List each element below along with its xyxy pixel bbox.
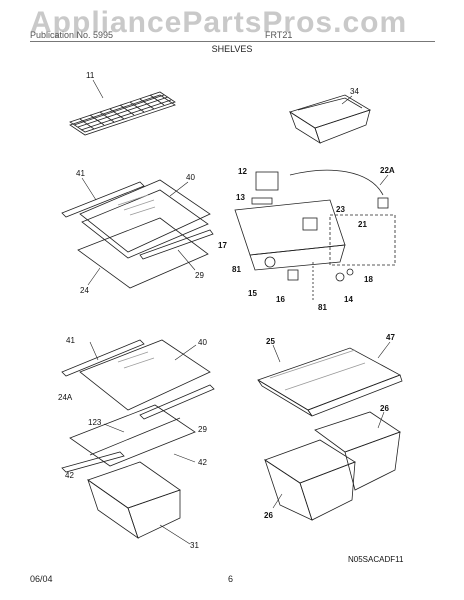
callout-14: 14 (344, 295, 353, 304)
callout-34: 34 (350, 87, 359, 96)
callout-18: 18 (364, 275, 373, 284)
callout-40-lower: 40 (198, 338, 207, 347)
callout-40: 40 (186, 173, 195, 182)
crisper-drawer (61, 451, 181, 540)
callout-21: 21 (358, 220, 367, 229)
callout-24a: 24A (58, 393, 73, 402)
callout-25: 25 (266, 337, 275, 346)
glass-shelf-bottom (61, 339, 215, 467)
callout-22a: 22A (380, 166, 395, 175)
page-title: SHELVES (211, 44, 253, 54)
model-number: FRT21 (265, 30, 293, 40)
callout-15: 15 (248, 289, 257, 298)
callout-29-lower: 29 (198, 425, 207, 434)
callout-123: 123 (88, 418, 102, 427)
footer-date: 06/04 (30, 574, 53, 584)
callout-29: 29 (195, 271, 204, 280)
callout-12: 12 (238, 167, 247, 176)
callout-41-lower: 41 (66, 336, 75, 345)
wire-shelf (69, 91, 176, 136)
callout-81-right: 81 (318, 303, 327, 312)
callout-16: 16 (276, 295, 285, 304)
callout-11: 11 (86, 71, 95, 80)
vegetable-drawers (264, 411, 401, 521)
watermark: AppliancePartsPros.com (30, 6, 408, 39)
callout-47: 47 (386, 333, 395, 342)
callout-41: 41 (76, 169, 85, 178)
callout-26-bottom: 26 (264, 511, 273, 520)
callout-81-left: 81 (232, 265, 241, 274)
diagram-code: N05SACADF11 (348, 555, 404, 564)
glass-shelf-top (61, 179, 214, 289)
callout-13: 13 (236, 193, 245, 202)
callout-31: 31 (190, 541, 199, 550)
footer-page-number: 6 (228, 574, 234, 584)
callout-42-left: 42 (65, 471, 74, 480)
storage-bin (289, 94, 371, 144)
publication-number: Publication No. 5995 (30, 30, 114, 40)
header-rule (30, 41, 435, 42)
crisper-cover (257, 347, 403, 417)
callout-26-top: 26 (380, 404, 389, 413)
callout-24: 24 (80, 286, 89, 295)
control-housing (234, 169, 396, 300)
callout-42-right: 42 (198, 458, 207, 467)
callout-17: 17 (218, 241, 227, 250)
callout-23: 23 (336, 205, 345, 214)
